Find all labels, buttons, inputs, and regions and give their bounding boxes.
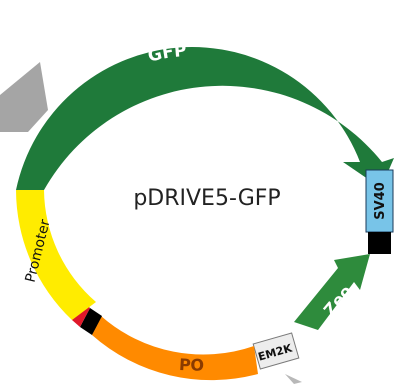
gray-arrow-tip xyxy=(285,374,302,384)
gfp-feature-arc xyxy=(16,47,394,191)
plasmid-title: pDRIVE5-GFP xyxy=(133,186,280,211)
po-label: PO xyxy=(179,355,205,375)
gray-arrow-fragment xyxy=(0,62,48,132)
zeo-feature-arrow xyxy=(294,254,370,330)
po-label-path: PO xyxy=(179,355,205,375)
po-feature-arc xyxy=(92,316,258,381)
black-marker-po xyxy=(80,308,102,335)
black-marker-sv40 xyxy=(368,232,391,254)
promoter-feature-arc xyxy=(16,190,96,320)
sv40-feature xyxy=(365,169,394,233)
sv40-label: SV40 xyxy=(373,182,388,220)
em2k-feature xyxy=(252,332,300,370)
